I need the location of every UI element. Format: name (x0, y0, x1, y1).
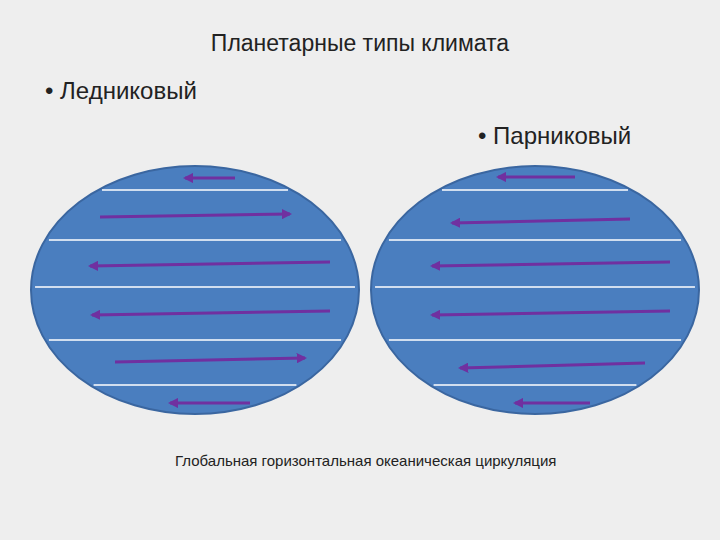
current-arrow (515, 402, 590, 405)
latitude-line (49, 339, 341, 341)
current-arrow (452, 219, 630, 223)
current-arrow (432, 311, 670, 315)
current-arrow (100, 214, 290, 217)
globe-outline (31, 166, 359, 414)
current-arrow (432, 262, 670, 266)
globe-illustration (30, 165, 360, 415)
current-arrow (115, 358, 305, 362)
current-arrow (185, 177, 235, 180)
globe-outline (371, 166, 699, 414)
latitude-line (102, 189, 288, 191)
latitude-line (49, 239, 341, 241)
slide-title: Планетарные типы климата (211, 30, 509, 57)
current-arrow (90, 262, 330, 266)
climate-type-heading: • Ледниковый (45, 77, 197, 105)
current-arrow (92, 311, 330, 315)
caption: Глобальная горизонтальная океаническая ц… (175, 452, 556, 469)
latitude-line (375, 286, 695, 288)
globe-illustration (370, 165, 700, 415)
climate-type-heading: • Парниковый (478, 122, 631, 150)
current-arrow (170, 402, 250, 405)
latitude-line (35, 286, 355, 288)
latitude-line (389, 339, 681, 341)
latitude-line (442, 189, 628, 191)
current-arrow (498, 176, 575, 179)
current-arrow (460, 363, 645, 368)
ocean-globe: • Парниковый (370, 165, 700, 415)
ocean-globe: • Ледниковый (30, 165, 360, 415)
latitude-line (94, 384, 297, 386)
latitude-line (389, 239, 681, 241)
latitude-line (434, 384, 637, 386)
